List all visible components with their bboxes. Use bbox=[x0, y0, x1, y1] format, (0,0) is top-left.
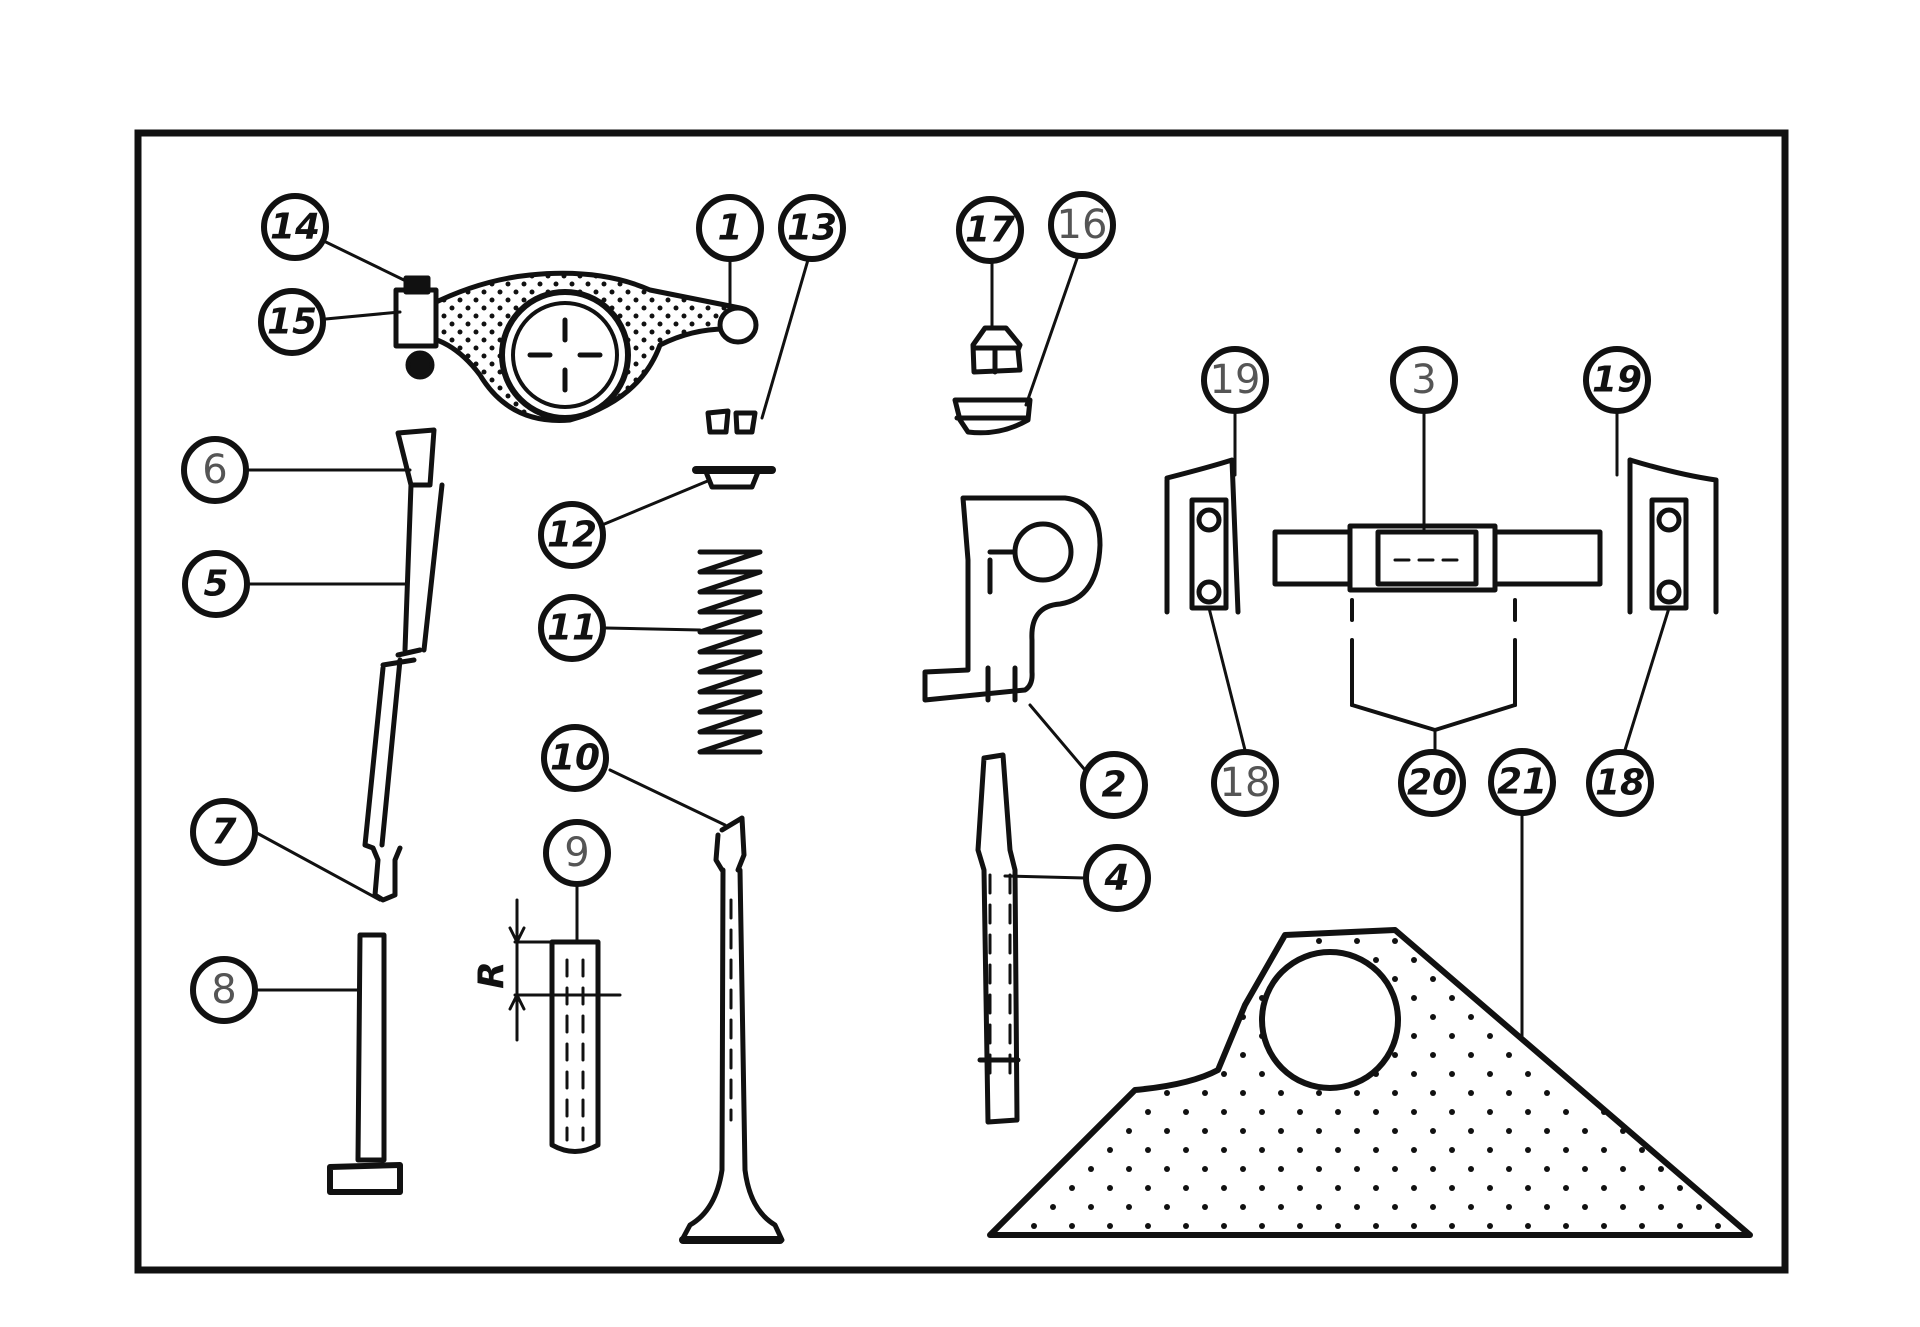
callout-17-text: 17 bbox=[965, 210, 1015, 251]
callout-13: 13 bbox=[778, 194, 846, 262]
callout-19-left: 19 bbox=[1201, 346, 1269, 414]
callout-13-text: 13 bbox=[787, 208, 837, 249]
callout-2: 2 bbox=[1080, 751, 1148, 819]
callout-20: 20 bbox=[1398, 749, 1466, 817]
callout-14-text: 14 bbox=[270, 207, 320, 248]
callout-10-text: 10 bbox=[550, 738, 600, 779]
callout-2-text: 2 bbox=[1101, 765, 1126, 806]
callout-10: 10 bbox=[541, 724, 609, 792]
callout-15: 15 bbox=[258, 288, 326, 356]
callout-12-text: 12 bbox=[547, 515, 597, 556]
pushrod bbox=[362, 427, 445, 903]
callout-6-text: 6 bbox=[202, 447, 227, 493]
callout-21: 21 bbox=[1488, 748, 1556, 816]
callout-1-text: 1 bbox=[717, 208, 742, 249]
callout-7: 7 bbox=[190, 798, 258, 866]
callout-20-text: 20 bbox=[1407, 763, 1457, 804]
callout-3-text: 3 bbox=[1411, 357, 1436, 403]
shaft-end-bracket-right bbox=[1627, 457, 1719, 615]
valve bbox=[679, 815, 785, 1244]
callout-11: 11 bbox=[538, 594, 606, 662]
valve-collets bbox=[705, 408, 758, 435]
callout-19-right-text: 19 bbox=[1592, 360, 1642, 401]
rocker-arm bbox=[393, 270, 759, 423]
callout-5-text: 5 bbox=[203, 564, 228, 605]
leader-lines bbox=[243, 225, 1671, 1038]
callout-14: 14 bbox=[261, 193, 329, 261]
callout-4: 4 bbox=[1083, 844, 1151, 912]
callout-8-text: 8 bbox=[211, 967, 236, 1013]
rocker-bracket bbox=[922, 495, 1103, 703]
valve-seal bbox=[952, 397, 1033, 436]
valve-spring bbox=[697, 549, 763, 755]
callout-19-right: 19 bbox=[1583, 346, 1651, 414]
callout-18-left: 18 bbox=[1211, 749, 1279, 817]
rocker-shaft bbox=[1272, 523, 1603, 732]
callout-17: 17 bbox=[956, 196, 1024, 264]
callout-8: 8 bbox=[190, 956, 258, 1024]
dimension-mark: R bbox=[472, 961, 513, 989]
shaft-end-bracket-left bbox=[1164, 457, 1241, 615]
bracket-stud bbox=[975, 752, 1021, 1125]
callout-11-text: 11 bbox=[547, 608, 597, 649]
callout-9: 9 bbox=[543, 819, 611, 887]
callout-18-right: 18 bbox=[1586, 749, 1654, 817]
callout-9-text: 9 bbox=[564, 830, 589, 876]
callout-3: 3 bbox=[1390, 346, 1458, 414]
callout-15-text: 15 bbox=[267, 302, 317, 343]
callout-7-text: 7 bbox=[211, 812, 236, 853]
callout-19-left-text: 19 bbox=[1210, 357, 1261, 403]
spring-retainer bbox=[692, 466, 776, 490]
callout-1: 1 bbox=[696, 194, 764, 262]
callout-6: 6 bbox=[181, 436, 249, 504]
callout-12: 12 bbox=[538, 501, 606, 569]
valve-cap bbox=[970, 325, 1023, 375]
cylinder-head-bore bbox=[1259, 949, 1401, 1091]
diagram-frame bbox=[134, 129, 1789, 1274]
callout-labels: 1 2 3 4 5 6 7 8 9 10 11 12 13 14 15 16 1… bbox=[181, 191, 1654, 1024]
cylinder-head-section bbox=[987, 927, 1753, 1238]
callout-21-text: 21 bbox=[1497, 762, 1547, 803]
callout-5: 5 bbox=[182, 550, 250, 618]
callout-16: 16 bbox=[1048, 191, 1116, 259]
callout-18-left-text: 18 bbox=[1220, 760, 1271, 806]
callout-4-text: 4 bbox=[1103, 858, 1129, 899]
tappet bbox=[327, 932, 403, 1195]
callout-18-right-text: 18 bbox=[1595, 763, 1645, 804]
valve-guide bbox=[508, 898, 622, 1154]
callout-16-text: 16 bbox=[1057, 202, 1108, 248]
